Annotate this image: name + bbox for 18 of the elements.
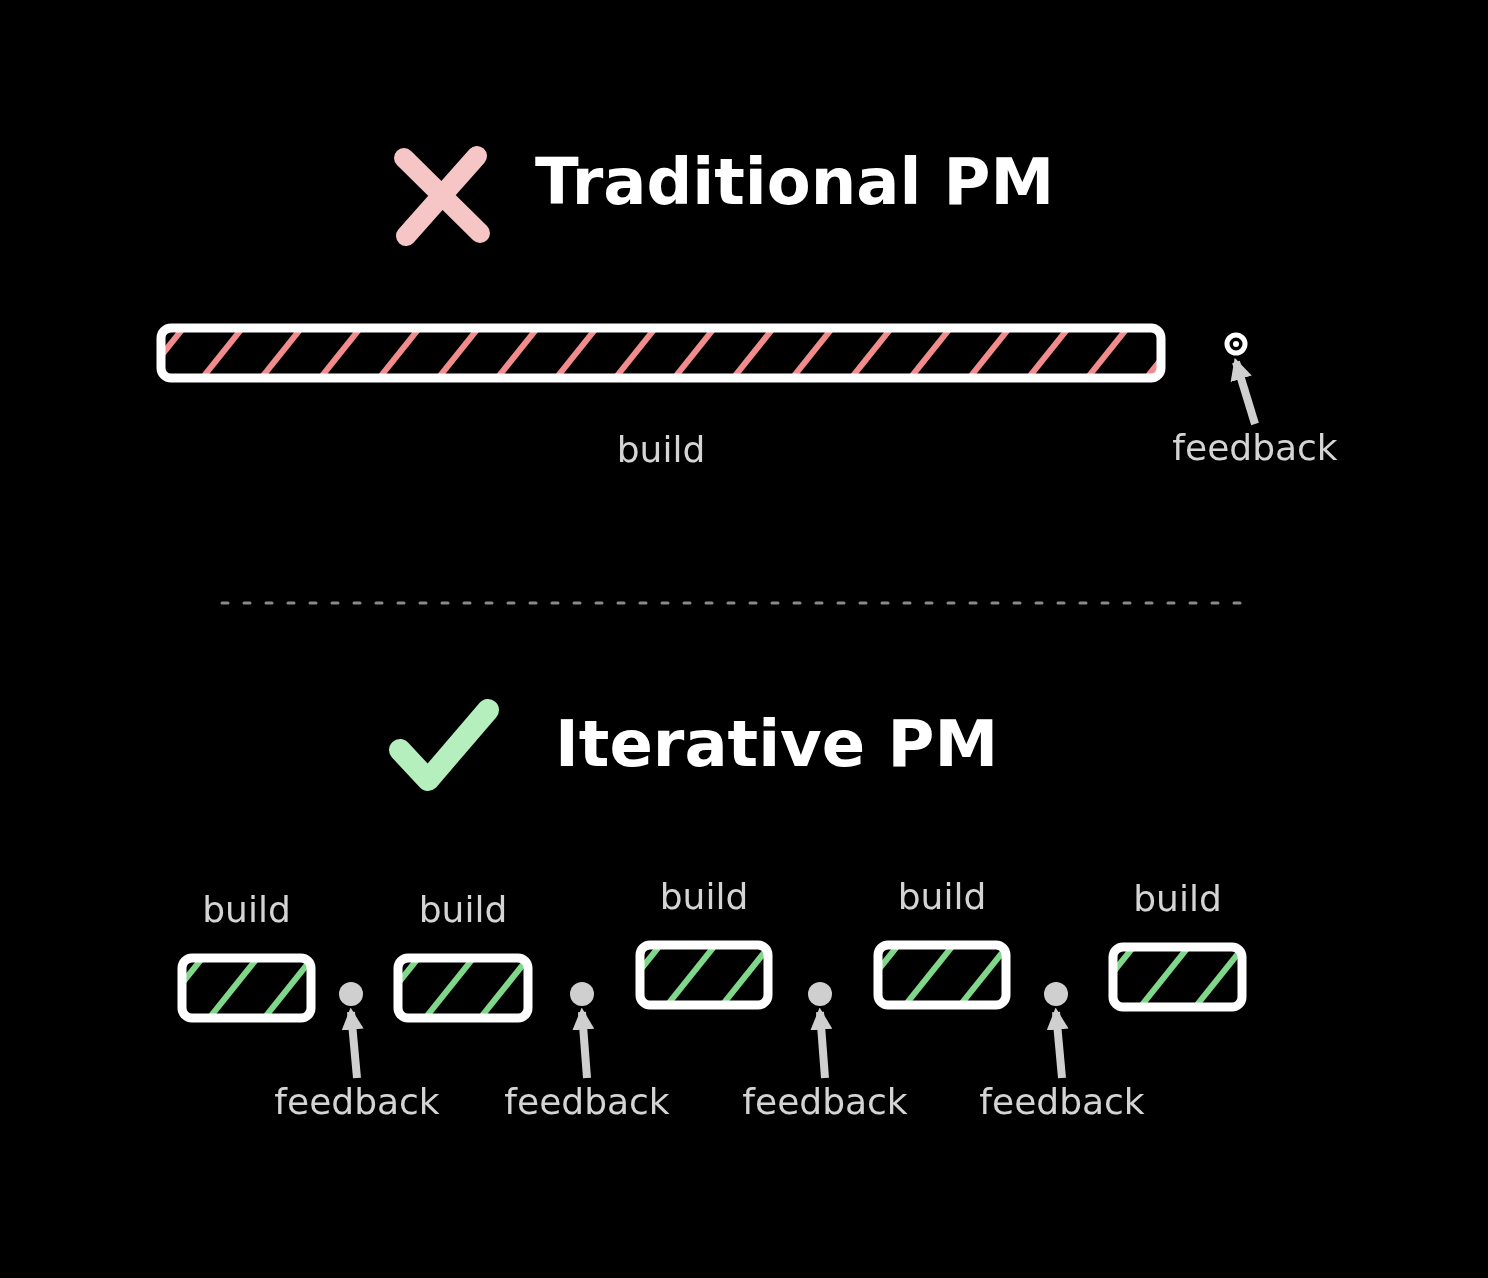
build-label: build <box>658 879 750 915</box>
feedback-label: feedback <box>730 1080 920 1124</box>
arrow <box>1046 1007 1069 1079</box>
section-heading: Traditional PM <box>535 150 1055 214</box>
feedback-label: feedback <box>967 1080 1157 1124</box>
feedback-label: feedback <box>262 1080 452 1124</box>
arrow <box>341 1007 364 1079</box>
section-heading: Iterative PM <box>555 712 999 776</box>
arrow <box>572 1007 595 1079</box>
arrow <box>1230 357 1259 426</box>
arrow <box>810 1007 833 1079</box>
build-label: build <box>417 892 509 928</box>
feedback-label: feedback <box>1150 426 1360 470</box>
build-label: build <box>615 432 707 468</box>
feedback-label: feedback <box>492 1080 682 1124</box>
build-label: build <box>896 879 988 915</box>
build-label: build <box>201 892 292 928</box>
build-label: build <box>1132 881 1223 917</box>
